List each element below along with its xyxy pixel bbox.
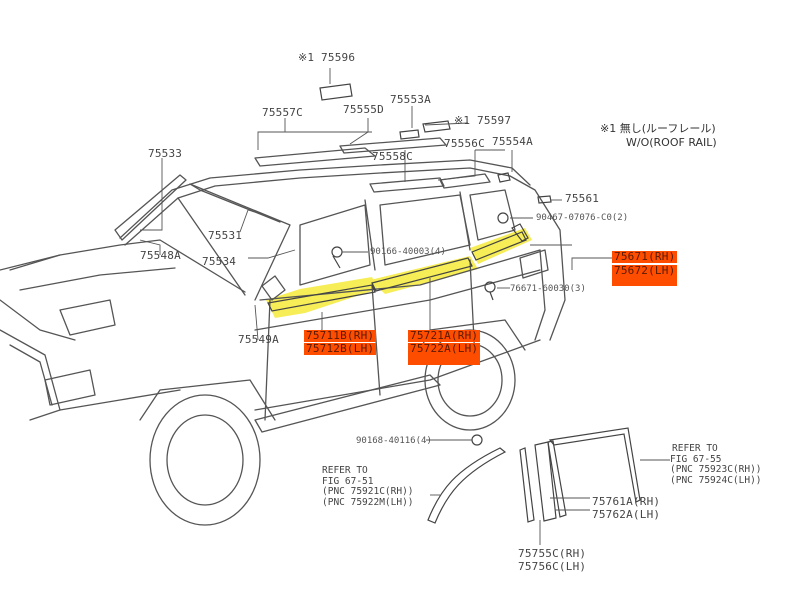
part-label-75531: 75531 (208, 229, 243, 242)
refer-to-fig-67-55: REFER TO FIG 67-55 (PNC 75923C(RH)) (PNC… (670, 443, 762, 486)
part-label-75761a-rh: 75761A(RH) (592, 495, 661, 508)
part-label-90166: 90166-40003(4) (370, 247, 446, 257)
part-label-75756c-lh: 75756C(LH) (518, 560, 587, 573)
ref-right-line: (PNC 75924C(LH)) (670, 474, 762, 486)
part-label-75597: ※1 75597 (454, 114, 512, 127)
ref-left-line: REFER TO (322, 465, 368, 476)
ref-left-line: FIG 67-51 (322, 475, 374, 487)
part-label-75548a: 75548A (140, 249, 181, 262)
roof-rail-note-line2: W/O(ROOF RAIL) (626, 136, 717, 149)
roof-rail-note-line1: ※1 無し(ルーフレール) (600, 122, 716, 135)
ref-left-line: (PNC 75921C(RH)) (322, 486, 414, 497)
part-label-75534: 75534 (202, 255, 237, 268)
part-label-90467: 90467-07076-C0(2) (536, 213, 629, 223)
part-label-75555d: 75555D (343, 103, 384, 116)
part-label-75721a-rh: 75721A(RH) (408, 329, 481, 342)
part-label-75755c-rh: 75755C(RH) (518, 547, 587, 560)
part-label-76671: 76671-60030(3) (510, 284, 586, 294)
part-label-75557c: 75557C (262, 106, 303, 119)
leader-lines (139, 68, 670, 545)
part-label-75711b-rh: 75711B(RH) (304, 329, 377, 342)
part-label-75712b-lh: 75712B(LH) (304, 342, 377, 355)
part-label-75762a-lh: 75762A(LH) (592, 508, 661, 521)
part-label-75672-lh: 75672(LH) (612, 265, 678, 286)
part-label-75561: 75561 (565, 192, 600, 205)
mouldings (267, 83, 552, 446)
ref-right-line: FIG 67-55 (670, 453, 722, 465)
ref-left-line: (PNC 75922M(LH)) (322, 496, 414, 508)
ref-right-line: REFER TO (672, 443, 718, 454)
lower-parts (427, 427, 641, 524)
vehicle-outline (0, 137, 566, 526)
part-label-75553a: 75553A (390, 93, 431, 106)
part-label-75558c: 75558C (372, 150, 413, 163)
part-label-90168: 90168-40116(4) (356, 436, 432, 446)
part-label-75722a-lh: 75722A(LH) (408, 343, 481, 365)
part-label-75554a: 75554A (492, 135, 533, 148)
refer-to-fig-67-51: REFER TO FIG 67-51 (PNC 75921C(RH)) (PNC… (322, 465, 414, 508)
part-label-75549a: 75549A (238, 333, 279, 346)
part-label-75596: ※1 75596 (298, 51, 356, 64)
part-label-75556c: 75556C (444, 137, 485, 150)
part-label-75533: 75533 (148, 147, 183, 160)
part-label-75671-rh: 75671(RH) (612, 250, 678, 263)
yellow-highlights (266, 228, 532, 318)
ref-right-line: (PNC 75923C(RH)) (670, 464, 762, 475)
